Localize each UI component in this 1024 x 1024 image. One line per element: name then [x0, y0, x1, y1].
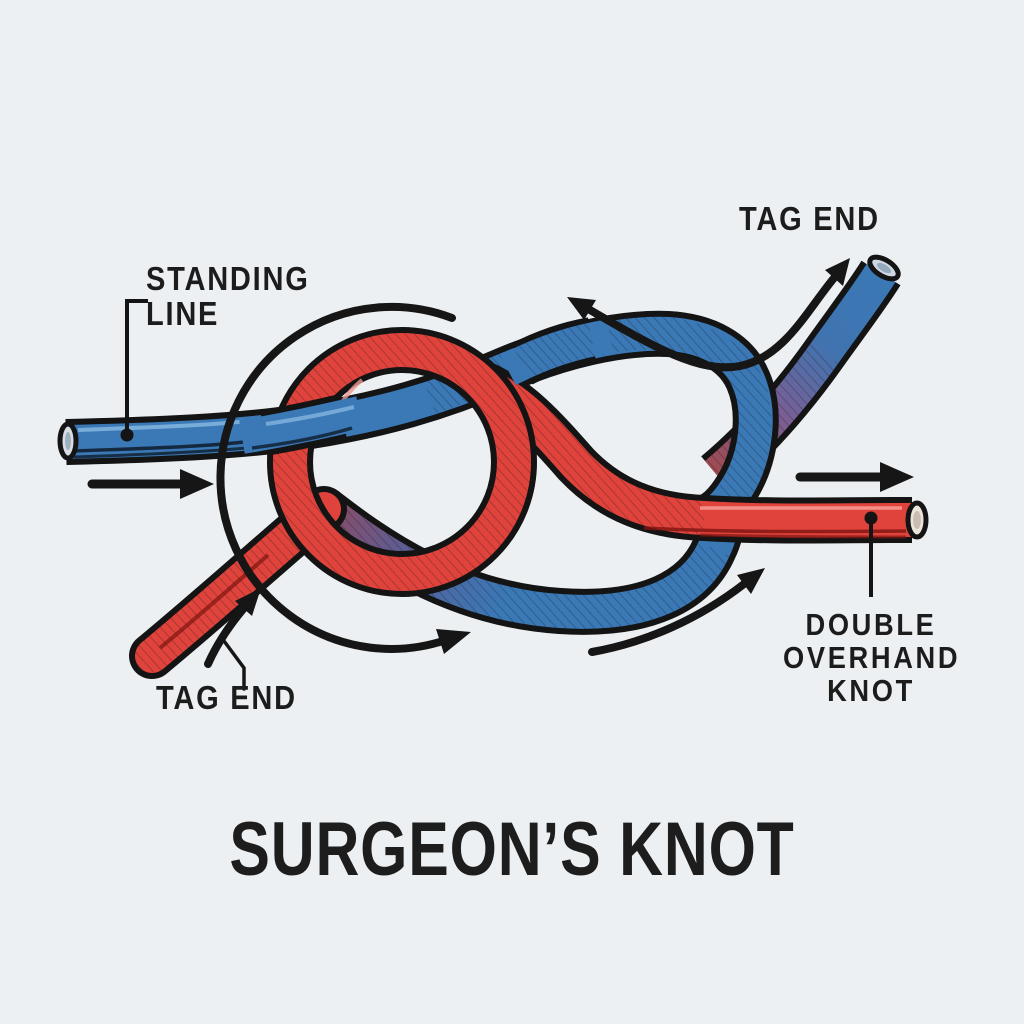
standing-line-leader [120, 299, 148, 442]
double-overhand-knot-label: DOUBLE OVERHAND KNOT [783, 607, 961, 709]
standing-line-marker-dot [120, 428, 134, 442]
standing-line-label: STANDING LINE [146, 260, 310, 332]
double-overhand-knot-leader [864, 511, 878, 597]
double-overhand-knot-marker-dot [864, 511, 878, 525]
rope-shading [643, 506, 907, 539]
left-loop-wrap-arrow [216, 302, 471, 654]
tag-end-path-arrow [567, 258, 850, 372]
page-title: SURGEON’S KNOT [229, 807, 795, 892]
direction-arrows [87, 258, 914, 691]
blue-over-red-crossing-patches [239, 317, 613, 456]
tag-end-bottom-label: TAG END [156, 679, 297, 716]
standing-line-direction-arrow [87, 469, 214, 499]
tag-end-diagonal-and-exit-rope [471, 361, 913, 544]
tag-end-direction-arrow [795, 462, 914, 492]
tag-end-entry-arrow [204, 588, 261, 691]
tag-end-top-label: TAG END [739, 200, 880, 237]
label-leader-lines [120, 299, 878, 597]
rope-end-caps [57, 254, 929, 540]
left-loop-rope [267, 327, 537, 597]
rope-shading [251, 405, 355, 450]
rope-artwork [57, 254, 929, 679]
right-loop-wrap-arrow [588, 568, 765, 656]
